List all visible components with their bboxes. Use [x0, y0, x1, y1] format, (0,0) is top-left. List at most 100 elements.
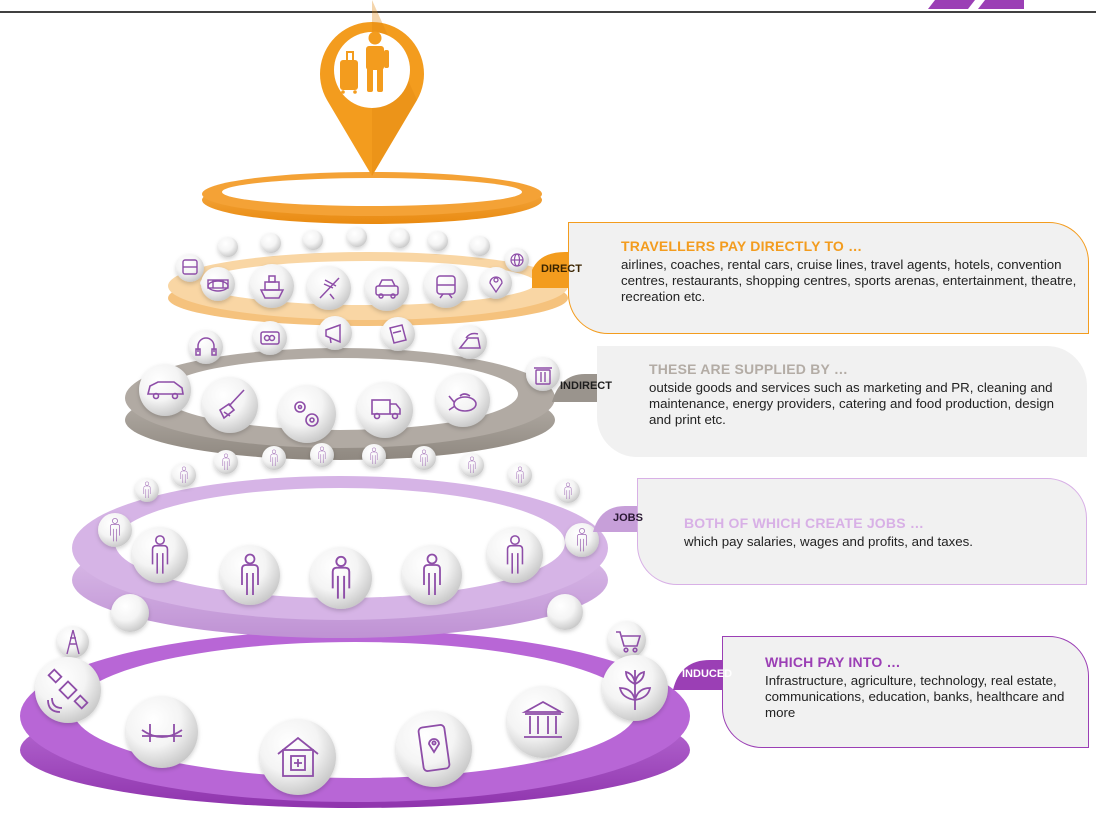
smartphone-icon: [417, 724, 451, 772]
bubble-bank: [507, 686, 579, 758]
person-icon: [423, 553, 441, 595]
car-icon: [375, 279, 399, 299]
airplane-icon: [319, 277, 340, 300]
chicken-icon: [448, 393, 477, 412]
bubble-shopping-cart: [608, 621, 646, 659]
train-icon: [436, 275, 456, 299]
person-icon: [151, 535, 169, 574]
direct-body: airlines, coaches, rental cars, cruise l…: [621, 257, 1077, 304]
document-icon: [389, 324, 407, 344]
person-icon: [420, 449, 428, 467]
bubble-person: [412, 446, 436, 470]
bubble-person: [310, 547, 372, 609]
jobs-person-bubbles: [98, 443, 599, 609]
bubble-plant: [602, 655, 668, 721]
bubble-broom: [202, 377, 258, 433]
bubble-person: [362, 444, 386, 468]
bubble-bridge: [126, 696, 198, 768]
bubble-small-2: [547, 594, 583, 630]
bubble-person: [487, 527, 543, 583]
bubble-person: [508, 463, 532, 487]
person-icon: [270, 449, 278, 467]
bubble-gears: [278, 385, 336, 443]
jobs-heading: BOTH OF WHICH CREATE JOBS …: [684, 515, 925, 531]
bus-icon: [182, 259, 198, 275]
direct-tag: DIRECT: [541, 263, 582, 275]
person-icon: [222, 453, 230, 471]
stadium-icon: [207, 279, 229, 292]
bubble-person: [402, 545, 462, 605]
trash-can-icon: [534, 367, 552, 385]
person-icon: [516, 466, 524, 484]
bubble-hospital: [260, 719, 336, 795]
person-icon: [468, 456, 476, 474]
bubble-iron: [453, 325, 487, 359]
bubble-airplane: [307, 266, 351, 310]
bubble-smartphone: [396, 711, 472, 787]
bubble-stadium: [201, 267, 235, 301]
bubble-person: [565, 523, 599, 557]
jobs-body: which pay salaries, wages and profits, a…: [684, 534, 973, 549]
jobs-panel: BOTH OF WHICH CREATE JOBS … which pay sa…: [637, 478, 1087, 585]
bubble-credit-card: [253, 321, 287, 355]
ship-icon: [259, 275, 285, 299]
headphones-icon: [195, 337, 217, 356]
induced-body: Infrastructure, agriculture, technology,…: [765, 673, 1065, 720]
bubble-person: [220, 545, 280, 605]
satellite-icon: [47, 668, 89, 713]
bubble-document: [381, 317, 415, 351]
bubble-person: [132, 527, 188, 583]
person-icon: [180, 466, 188, 484]
bubble-headphones: [189, 330, 223, 364]
bubble-satellite: [35, 657, 101, 723]
megaphone-icon: [325, 323, 341, 344]
bubble-chicken: [436, 373, 490, 427]
bubble-trash-can: [526, 357, 560, 391]
traveller-with-luggage-icon: [340, 31, 389, 94]
person-icon: [577, 528, 587, 552]
bubble-person: [135, 478, 159, 502]
hospital-icon: [277, 736, 319, 777]
bubble-megaphone: [318, 316, 352, 350]
induced-panel: WHICH PAY INTO … Infrastructure, agricul…: [722, 636, 1089, 748]
bubble-person: [172, 463, 196, 487]
bubble-car-2: [139, 364, 191, 416]
person-icon: [370, 447, 378, 465]
bubble-tower: [57, 626, 89, 658]
credit-card-icon: [260, 331, 280, 345]
bubble-person: [310, 443, 334, 467]
person-icon: [564, 482, 572, 500]
bubble-truck: [357, 382, 413, 438]
plant-icon: [618, 670, 652, 710]
direct-heading: TRAVELLERS PAY DIRECTLY TO …: [621, 238, 863, 254]
logo-mark: [928, 0, 1024, 9]
bubble-person: [214, 450, 238, 474]
bubble-ship: [250, 264, 294, 308]
bubble-person: [556, 479, 580, 503]
person-icon: [318, 446, 326, 464]
bubble-person: [460, 453, 484, 477]
person-icon: [331, 555, 351, 599]
pin-platform-ring: [202, 172, 542, 224]
bubble-car: [365, 267, 409, 311]
bubble-small-1: [111, 594, 149, 632]
indirect-body: outside goods and services such as marke…: [649, 380, 1055, 427]
shopping-cart-icon: [616, 631, 642, 653]
jobs-tag: JOBS: [613, 512, 643, 524]
person-icon: [143, 481, 151, 499]
bubble-train: [424, 264, 468, 308]
indirect-heading: THESE ARE SUPPLIED BY …: [649, 361, 849, 377]
person-icon: [241, 553, 259, 595]
bubble-person: [262, 446, 286, 470]
location-pin: [319, 0, 425, 176]
direct-back-bubbles: [218, 227, 490, 257]
iron-icon: [458, 332, 481, 349]
person-icon: [110, 518, 120, 542]
map-pin-icon: [489, 276, 503, 294]
bank-icon: [521, 700, 565, 738]
bridge-icon: [141, 724, 183, 742]
indirect-tag: INDIRECT: [560, 380, 612, 392]
induced-tag: INDUCED: [682, 668, 733, 680]
bubble-bus: [176, 254, 204, 282]
